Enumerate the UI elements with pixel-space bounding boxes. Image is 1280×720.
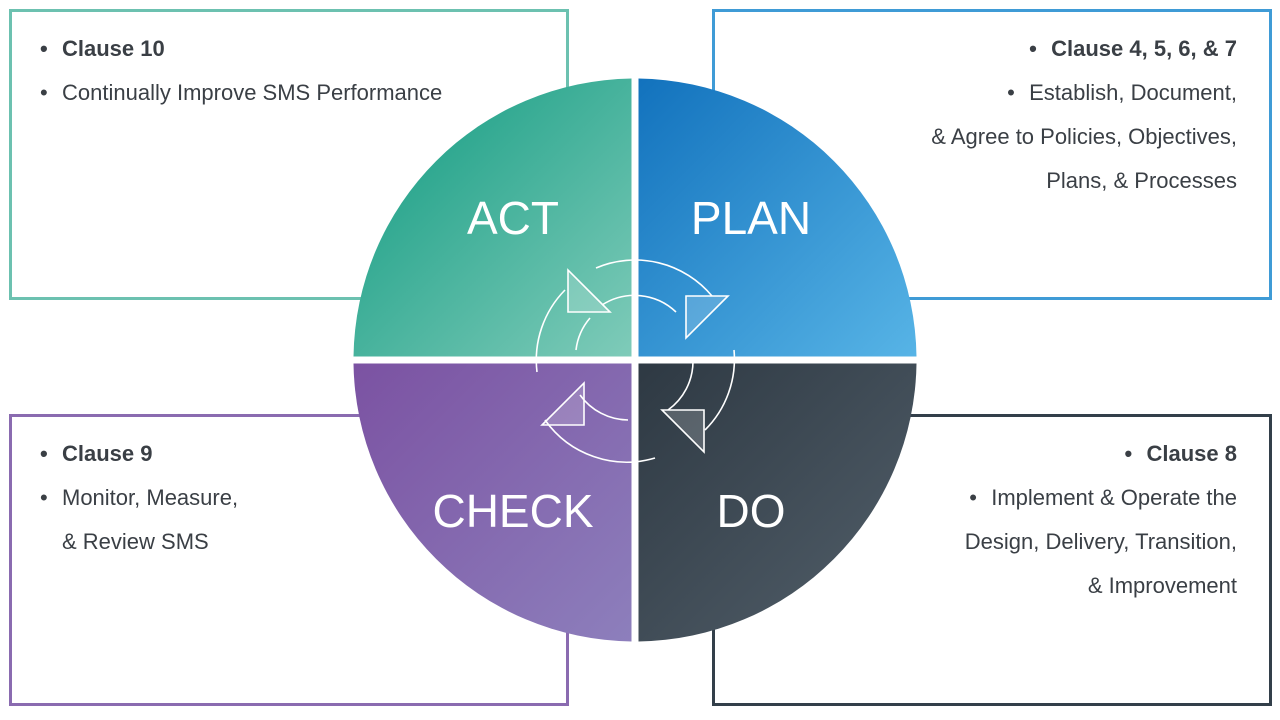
do-heading: Clause 8 (1146, 441, 1238, 466)
act-label: ACT (467, 192, 559, 244)
act-body-line: Continually Improve SMS Performance (62, 80, 443, 105)
check-heading: Clause 9 (62, 441, 153, 466)
check-body-line: Monitor, Measure, (62, 485, 239, 510)
act-quadrant (353, 78, 632, 357)
do-quadrant (638, 363, 917, 642)
check-quadrant (353, 363, 632, 642)
plan-body-line: & Agree to Policies, Objectives, (931, 124, 1237, 149)
plan-quadrant (638, 78, 917, 357)
do-label: DO (717, 485, 786, 537)
cycle-arrows-icon (535, 259, 736, 463)
act-heading: Clause 10 (62, 36, 165, 61)
do-body-line: Design, Delivery, Transition, (964, 529, 1237, 554)
plan-heading: Clause 4, 5, 6, & 7 (1051, 36, 1237, 61)
plan-body-line: Plans, & Processes (1046, 168, 1237, 193)
check-body-line: & Review SMS (62, 529, 209, 554)
do-body-line: & Improvement (1087, 573, 1237, 598)
plan-label: PLAN (691, 192, 811, 244)
plan-body-line: Establish, Document, (1029, 80, 1237, 105)
do-body-line: Implement & Operate the (991, 485, 1237, 510)
check-label: CHECK (432, 485, 593, 537)
